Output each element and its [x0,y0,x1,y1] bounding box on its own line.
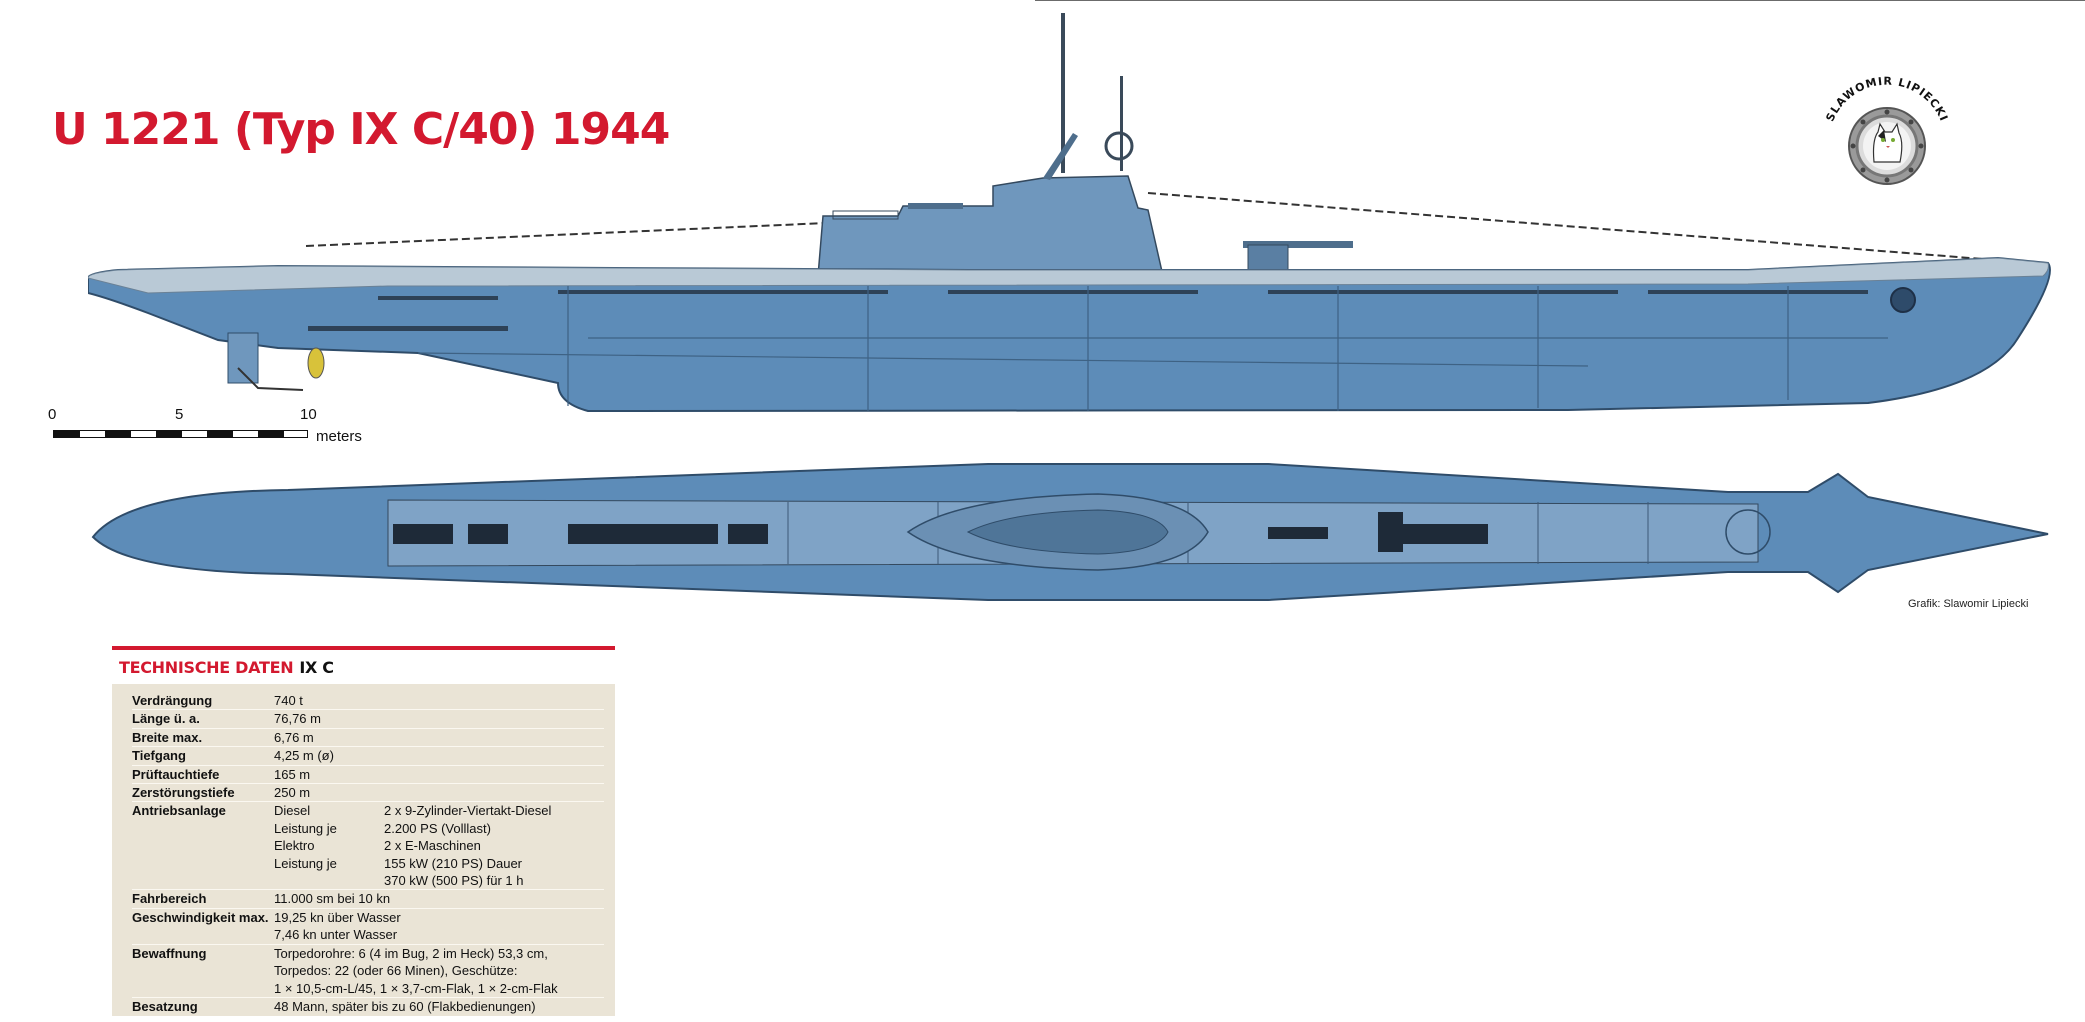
scale-tick-10: 10 [300,406,317,423]
row-value: 48 Mann, später bis zu 60 (Flakbedienung… [274,998,536,1014]
porthole-cat-icon: SLAWOMIR LIPIECKI [1823,75,1950,185]
row-subkey [274,872,384,891]
graphic-credit: Grafik: Slawomir Lipiecki [1908,598,2029,610]
row-value: 11.000 sm bei 10 kn [274,889,604,909]
row-value: 19,25 kn über Wasser [274,909,401,925]
table-row: 370 kW (500 PS) für 1 h [132,872,604,891]
tech-data-table: Verdrängung 740 t Länge ü. a. 76,76 m Br… [132,692,604,1015]
tech-data-box: Verdrängung 740 t Länge ü. a. 76,76 m Br… [112,684,615,1016]
row-value: 165 m [274,765,604,785]
tech-heading-label: TECHNISCHE DATEN [119,658,294,677]
tech-heading-rule [112,646,615,650]
row-label: Länge ü. a. [132,709,274,729]
row-value: 2 x 9-Zylinder-Viertakt-Diesel [384,803,552,819]
table-row: Besatzung 48 Mann, später bis zu 60 (Fla… [132,997,604,1015]
table-row: Tiefgang 4,25 m (ø) [132,746,604,766]
table-row: Antriebsanlage Diesel 2 x 9-Zylinder-Vie… [132,802,604,820]
table-row: Torpedos: 22 (oder 66 Minen), Geschütze: [132,962,604,979]
row-subkey: Leistung je [274,855,337,871]
table-row: Bewaffnung Torpedorohre: 6 (4 im Bug, 2 … [132,944,604,962]
row-value: 76,76 m [274,709,604,729]
scale-tick-5: 5 [175,406,184,423]
row-label: Zerstörungstiefe [132,783,274,803]
row-label: Verdrängung [132,692,274,711]
row-value: Torpedorohre: 6 (4 im Bug, 2 im Heck) 53… [274,945,548,961]
table-row: Zerstörungstiefe 250 m [132,783,604,803]
row-value: 740 t [274,692,604,711]
row-value: 7,46 kn unter Wasser [274,926,604,945]
row-value: 250 m [274,783,604,803]
row-label: Antriebsanlage [132,803,226,819]
row-label: Besatzung [132,998,198,1014]
scale-bar: 0 5 10 meters [48,406,388,456]
submarine-top-view [88,452,2053,632]
row-value: 370 kW (500 PS) für 1 h [384,872,604,891]
page-title: U 1221 (Typ IX C/40) 1944 [52,104,670,155]
table-row: Verdrängung 740 t [132,692,604,711]
row-value: 6,76 m [274,728,604,748]
row-value: 1 × 10,5-cm-L/45, 1 × 3,7-cm-Flak, 1 × 2… [274,979,604,998]
submarine-side-view [87,8,2053,428]
tech-heading-type: IX C [299,658,334,677]
row-value: 155 kW (210 PS) Dauer [384,855,523,871]
artist-badge: SLAWOMIR LIPIECKI [1812,70,1962,190]
row-subkey: Leistung je [274,820,337,836]
top-rule [1035,0,2085,1]
row-subkey: Diesel [274,803,311,819]
row-value: Torpedos: 22 (oder 66 Minen), Geschütze: [274,963,518,979]
row-subkey: Elektro [274,838,315,854]
row-label: Bewaffnung [132,945,207,961]
table-row: Leistung je 155 kW (210 PS) Dauer [132,855,604,872]
scale-unit: meters [316,428,362,445]
table-row: Geschwindigkeit max. 19,25 kn über Wasse… [132,908,604,926]
row-label: Breite max. [132,728,274,748]
tech-data-panel: TECHNISCHE DATEN IX C Verdrängung 740 t L… [112,646,615,1022]
table-row: 1 × 10,5-cm-L/45, 1 × 3,7-cm-Flak, 1 × 2… [132,979,604,998]
row-value: 2.200 PS (Volllast) [384,820,491,836]
row-label: Prüftauchtiefe [132,765,274,785]
table-row: Länge ü. a. 76,76 m [132,709,604,729]
scale-tick-0: 0 [48,406,57,423]
table-row: 7,46 kn unter Wasser [132,926,604,945]
table-row: Breite max. 6,76 m [132,728,604,748]
table-row: Fahrbereich 11.000 sm bei 10 kn [132,889,604,909]
row-label: Fahrbereich [132,889,274,909]
row-label: Geschwindigkeit max. [132,909,269,925]
row-label: Tiefgang [132,746,274,766]
table-row: Elektro 2 x E-Maschinen [132,837,604,854]
row-value: 4,25 m (ø) [274,746,604,766]
table-row: Leistung je 2.200 PS (Volllast) [132,820,604,837]
tech-heading: TECHNISCHE DATEN IX C [119,658,334,677]
table-row: Prüftauchtiefe 165 m [132,765,604,785]
scale-track [53,430,308,438]
row-value: 2 x E-Maschinen [384,838,481,854]
